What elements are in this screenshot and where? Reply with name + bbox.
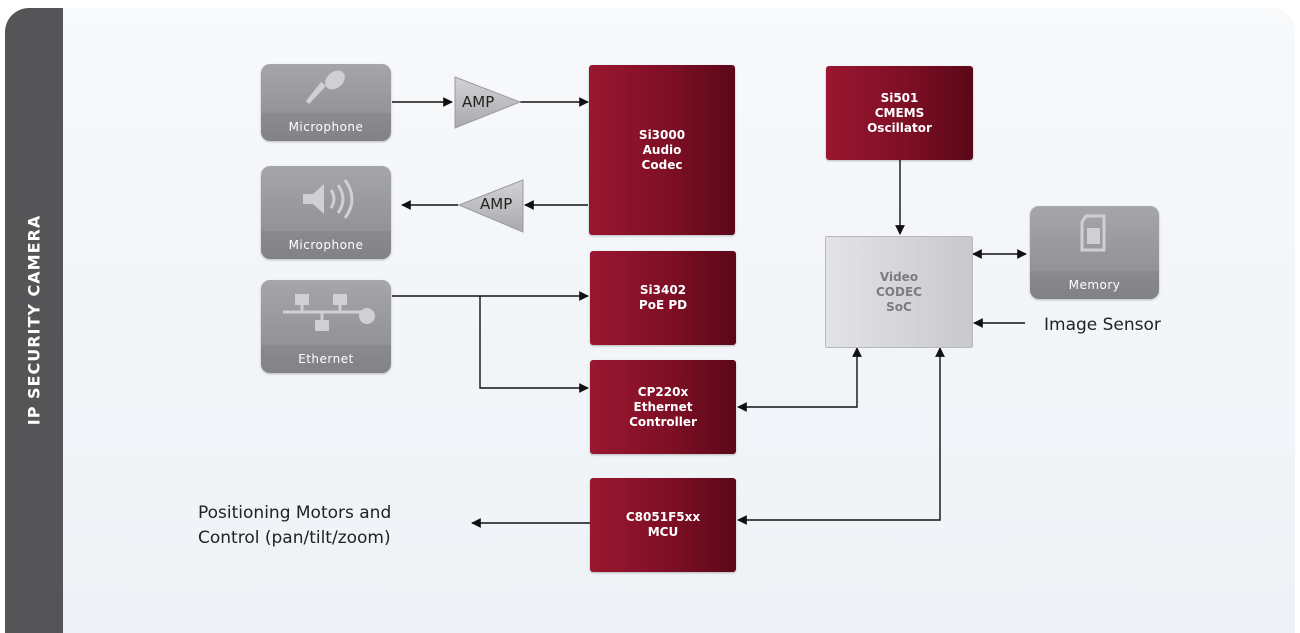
oscillator-chip: Si501 CMEMS Oscillator [826,66,973,160]
motors-label-line2: Control (pan/tilt/zoom) [198,528,391,548]
audio-codec-chip: Si3000 Audio Codec [589,65,735,235]
ethernet-label: Ethernet [261,345,391,373]
poe-chip: Si3402 PoE PD [590,251,736,345]
image-sensor-label: Image Sensor [1044,315,1161,335]
speaker-block: Microphone [261,166,391,259]
memory-label: Memory [1030,271,1159,299]
amp-out-label: AMP [480,195,513,213]
soc-label: Video CODEC SoC [876,269,922,314]
side-bar: IP SECURITY CAMERA [5,8,63,633]
ethernet-block: Ethernet [261,280,391,373]
ethernet-controller-chip: CP220x Ethernet Controller [590,360,736,454]
audio-codec-label: Si3000 Audio Codec [638,127,686,172]
microphone-label: Microphone [261,113,391,141]
speaker-label: Microphone [261,231,391,259]
amp-in-triangle [454,76,522,129]
video-codec-soc: Video CODEC SoC [825,236,973,348]
network-icon [283,294,375,331]
wire-mcu-soc [737,347,945,525]
microphone-icon [306,70,345,104]
mcu-chip: C8051F5xx MCU [590,478,736,572]
sd-card-icon [1080,214,1106,252]
wire-eth-cp220x [479,296,589,393]
amp-out-triangle [457,179,524,233]
speaker-icon [303,179,354,219]
ethernet-controller-label: CP220x Ethernet Controller [629,384,697,429]
wire-cp220x-soc [737,347,862,412]
mcu-label: C8051F5xx MCU [625,510,701,539]
memory-block: Memory [1030,206,1159,299]
poe-label: Si3402 PoE PD [638,283,688,312]
amp-in-label: AMP [462,93,495,111]
motors-label-line1: Positioning Motors and [198,503,392,523]
microphone-block: Microphone [261,64,391,141]
oscillator-label: Si501 CMEMS Oscillator [867,90,932,135]
